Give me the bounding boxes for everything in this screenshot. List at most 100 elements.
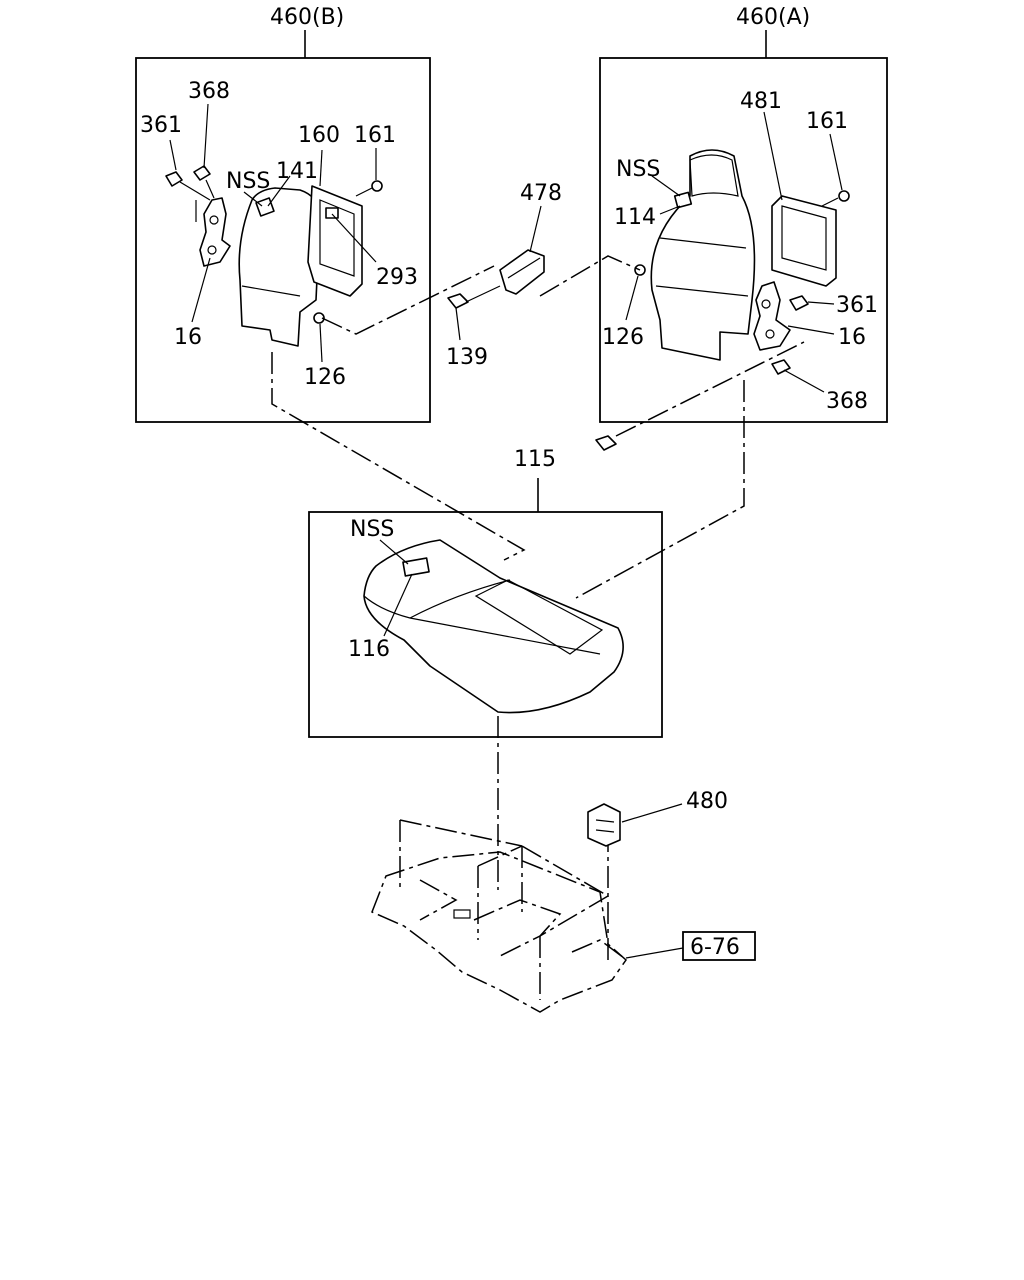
mount-line-7 xyxy=(539,895,609,937)
callout-116: 116 xyxy=(348,637,390,662)
frame-481-inner xyxy=(781,205,827,271)
leader-ref xyxy=(625,947,684,959)
hinge-hole-a1 xyxy=(761,299,771,309)
group-460b-frame xyxy=(135,57,431,423)
frame-481 xyxy=(771,195,837,287)
callout-478: 478 xyxy=(520,181,562,206)
callout-114: 114 xyxy=(614,205,656,230)
callout-160: 160 xyxy=(298,123,340,148)
screw-161-a xyxy=(838,190,850,202)
nut-126-b xyxy=(313,312,325,324)
leader-478 xyxy=(529,205,542,253)
leader-16-a xyxy=(787,325,835,335)
seatback-a-seam2 xyxy=(655,285,749,297)
group-115-frame xyxy=(308,511,663,738)
callout-nss-c: NSS xyxy=(350,517,394,542)
leader-293 xyxy=(331,213,377,263)
headrest-a xyxy=(689,154,739,197)
leader-161-a xyxy=(829,133,843,191)
leader-nss-a xyxy=(651,175,681,197)
callout-368-a: 368 xyxy=(826,389,868,414)
floor-ridge-left xyxy=(419,879,458,921)
leader-368-b xyxy=(203,103,209,169)
group-460b-label: 460(B) xyxy=(270,5,344,30)
leader-361-a xyxy=(807,301,835,305)
callout-nss-a: NSS xyxy=(616,157,660,182)
callout-361-a: 361 xyxy=(836,293,878,318)
callout-361-b: 361 xyxy=(140,113,182,138)
group-460a: 460(A) 481 161 NSS 114 126 361 16 xyxy=(599,5,888,423)
screw-161-a-axis xyxy=(821,197,839,207)
screw-161-b-axis xyxy=(355,187,373,197)
floor-ridge-right xyxy=(571,939,625,959)
leader-160 xyxy=(319,149,323,187)
leader-126-a xyxy=(625,275,639,321)
hinge-bracket-a xyxy=(753,281,791,351)
tag-116 xyxy=(402,557,430,577)
leader-368-a xyxy=(783,369,825,393)
middle-parts: 478 139 xyxy=(446,181,562,370)
conn-a-to-cushion xyxy=(575,380,745,599)
conn-b-to-478 xyxy=(321,265,495,335)
mount-line-6 xyxy=(521,845,609,897)
seat-cushion-edge xyxy=(363,595,601,655)
seatback-a xyxy=(650,149,756,361)
screw-161-b xyxy=(371,180,383,192)
latch-480 xyxy=(587,803,621,847)
bolt-139 xyxy=(447,293,469,309)
leader-16-b xyxy=(191,257,211,323)
leader-480 xyxy=(621,803,683,823)
seatback-a-seam1 xyxy=(659,237,747,249)
ref-label-6-76[interactable]: 6-76 xyxy=(690,935,740,960)
hinge-478 xyxy=(499,249,545,295)
callout-16-a: 16 xyxy=(838,325,866,350)
hinge-hole-a2 xyxy=(765,329,775,339)
leader-114 xyxy=(659,205,681,215)
floor-slot xyxy=(453,909,471,919)
leader-116 xyxy=(383,573,413,637)
clip-293 xyxy=(325,207,339,219)
callout-161-b: 161 xyxy=(354,123,396,148)
hinge-bracket-b xyxy=(199,197,231,267)
hinge-478-fold xyxy=(507,257,541,279)
tag-141 xyxy=(255,197,275,217)
callout-126-b: 126 xyxy=(304,365,346,390)
leader-361-b xyxy=(169,139,177,171)
seat-cushion-panel xyxy=(474,579,604,655)
bolt-368-a-loose xyxy=(595,435,617,451)
leader-141 xyxy=(267,175,291,207)
seat-cushion xyxy=(363,539,624,714)
leader-139 xyxy=(455,307,461,341)
callout-16-b: 16 xyxy=(174,325,202,350)
bolt-361-b xyxy=(165,171,183,187)
group-115-label: 115 xyxy=(514,447,556,472)
leader-481 xyxy=(763,111,783,201)
callout-141: 141 xyxy=(276,159,318,184)
hinge-hole-b1 xyxy=(209,215,219,225)
connection-lines xyxy=(271,255,805,890)
latch-480-detail xyxy=(595,819,615,833)
conn-478-to-a xyxy=(539,255,641,297)
callout-481: 481 xyxy=(740,89,782,114)
floor-outline xyxy=(371,851,627,1013)
conn-b-to-cushion xyxy=(271,352,526,561)
tag-114 xyxy=(673,191,693,209)
leader-nss-c xyxy=(379,539,409,565)
headrest-frame-160-inner xyxy=(319,199,355,277)
group-115: 115 NSS 116 xyxy=(308,447,663,738)
leader-nss-b xyxy=(243,191,263,207)
callout-161-a: 161 xyxy=(806,109,848,134)
callout-126-a: 126 xyxy=(602,325,644,350)
ref-box-6-76[interactable] xyxy=(682,931,756,961)
seatback-b-seam xyxy=(241,285,301,297)
callout-nss-b: NSS xyxy=(226,169,270,194)
headrest-frame-160 xyxy=(307,185,363,297)
bolt-368-b-axis xyxy=(205,179,215,199)
seat-cushion-split xyxy=(409,579,511,619)
callout-139: 139 xyxy=(446,345,488,370)
mount-line-5 xyxy=(477,845,523,867)
bolt-361-b-axis xyxy=(179,181,211,201)
callout-368-b: 368 xyxy=(188,79,230,104)
bolt-368-b xyxy=(193,165,211,181)
